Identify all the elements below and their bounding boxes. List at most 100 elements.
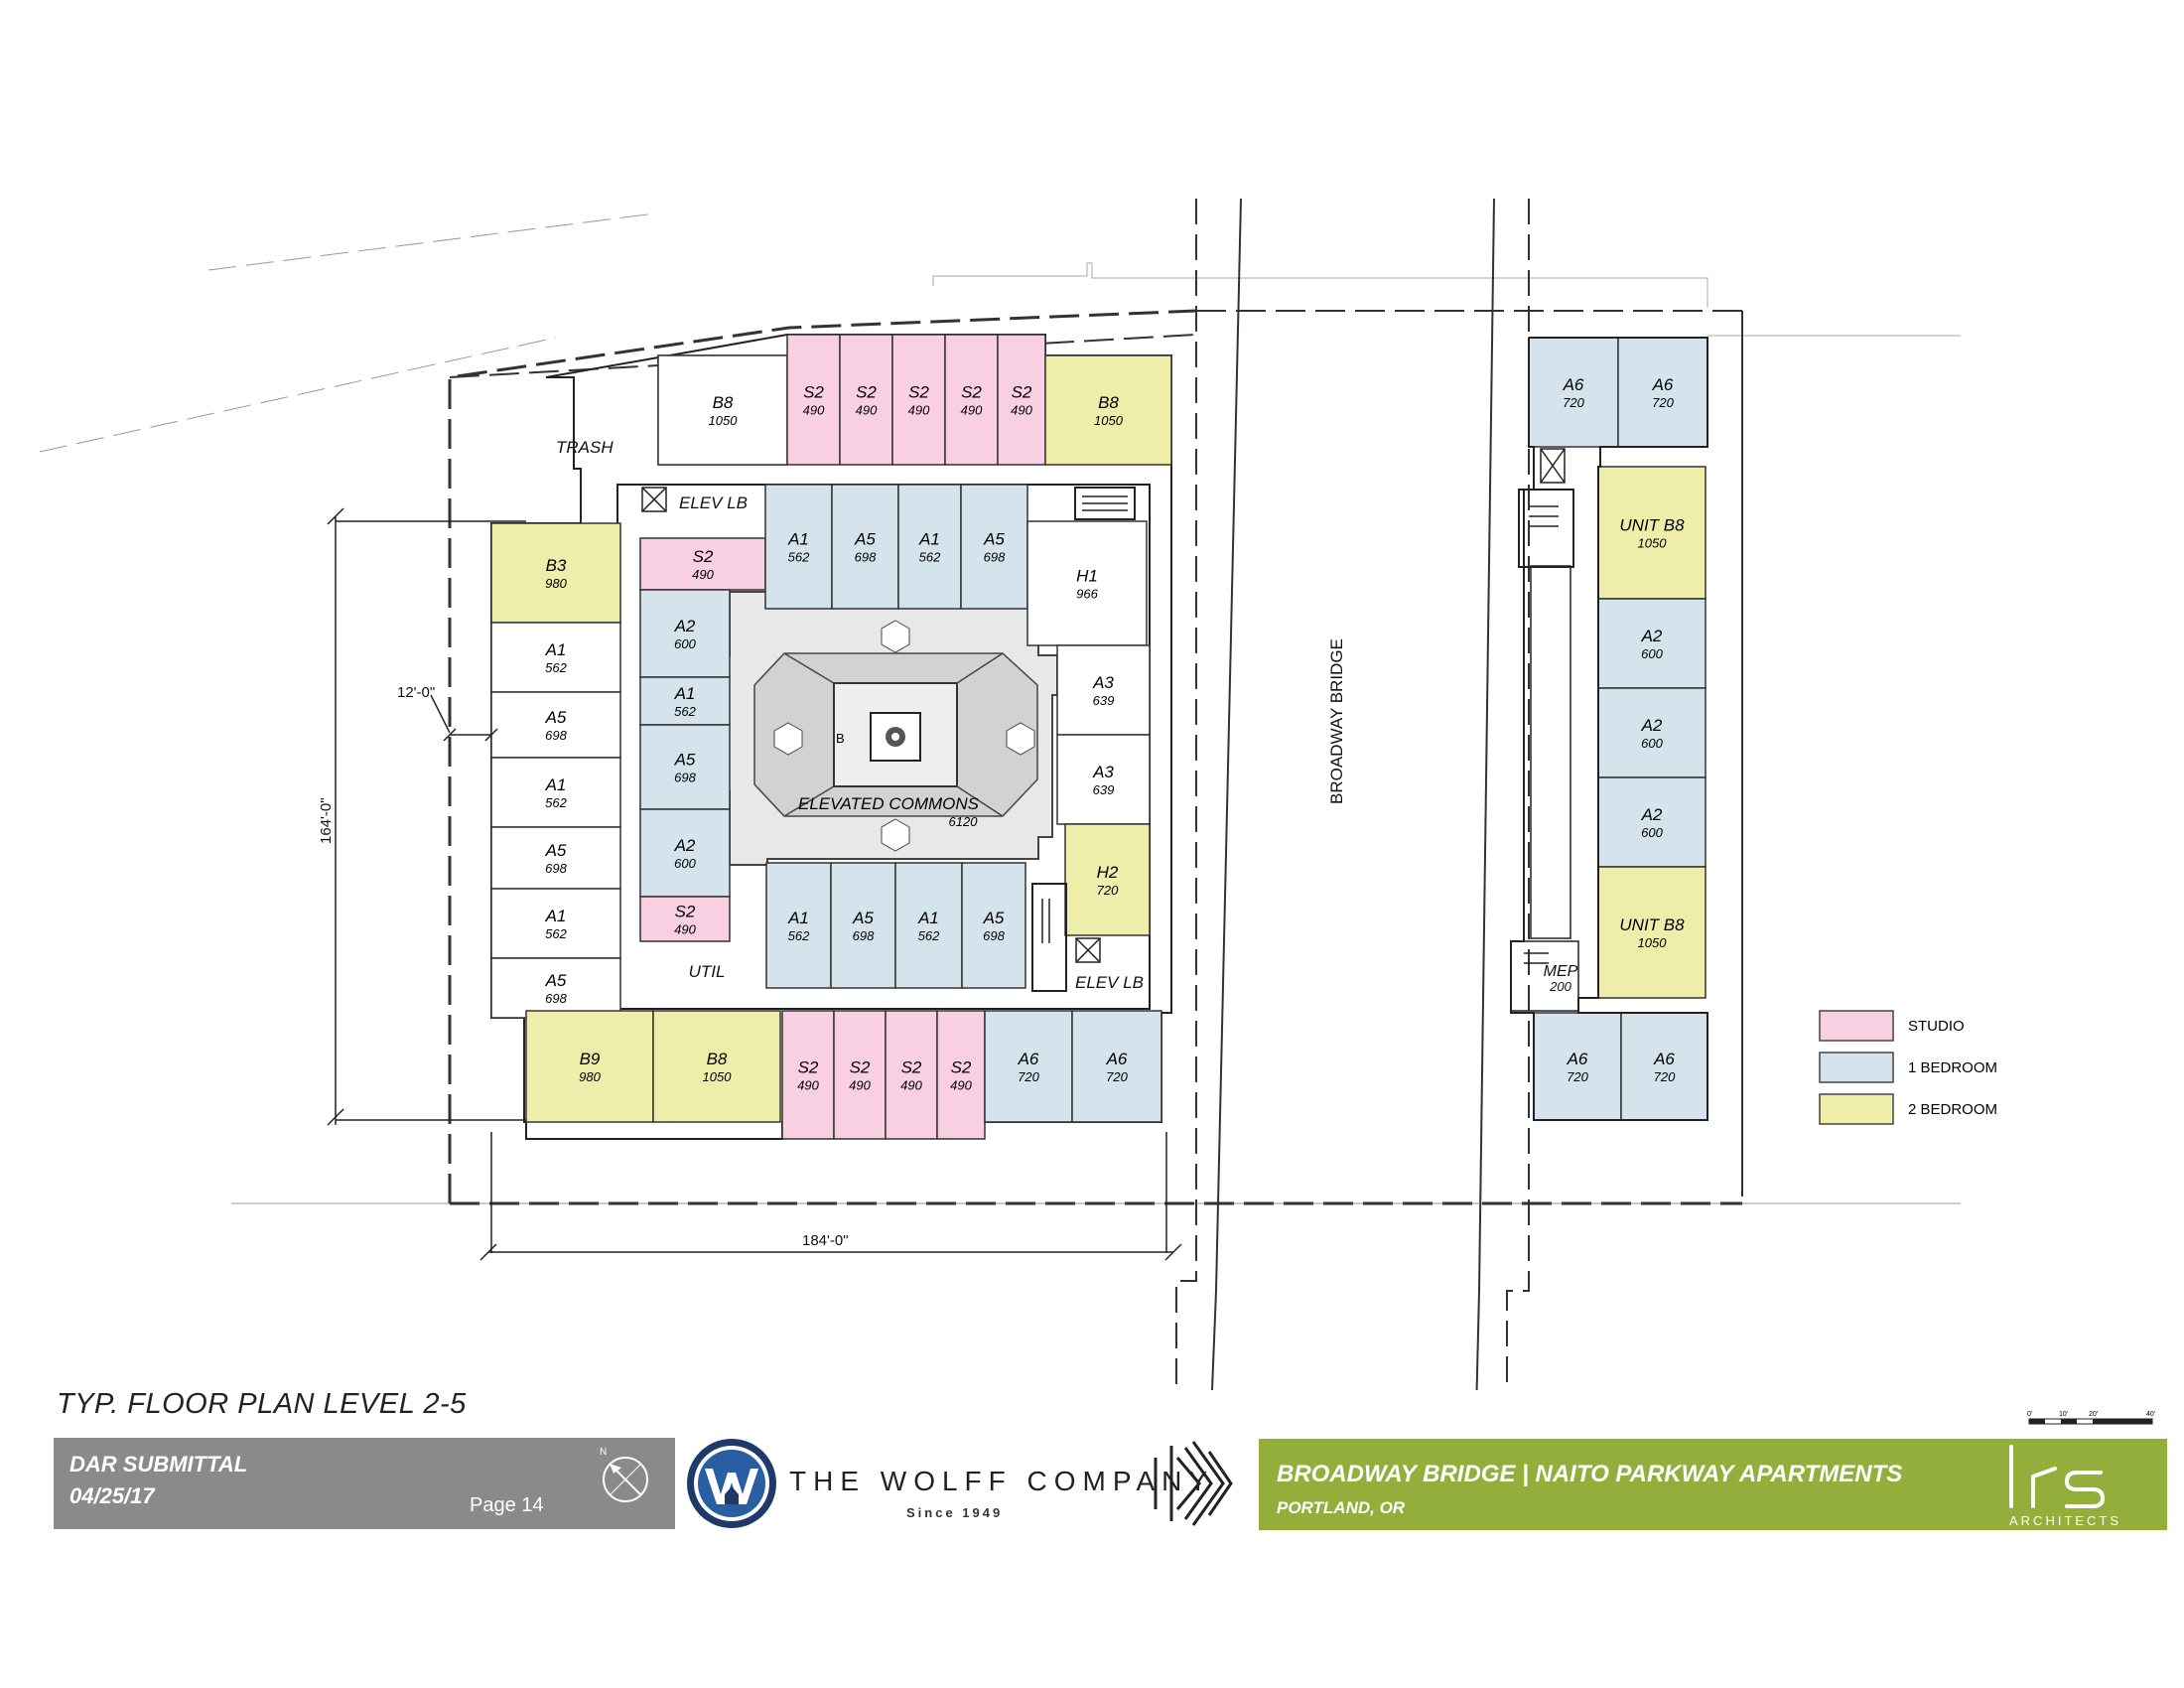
unit-type: A1 [545,775,567,794]
unit-area: 698 [545,991,567,1006]
unit-fill [490,757,621,828]
unit-fill [960,484,1028,610]
north-letter: N [600,1447,607,1458]
wolff-name: THE WOLFF COMPANY [789,1466,1215,1496]
unit-type: S2 [1012,383,1032,402]
unit-type: S2 [856,383,877,402]
unit-area: 490 [692,567,714,582]
commons-area: 6120 [949,814,979,829]
unit-area: 562 [545,795,567,810]
north-arrow-icon: N [600,1447,648,1502]
unit-type: A2 [1641,627,1663,645]
unit-fill [490,888,621,959]
unit-area: 490 [856,403,878,418]
project-city: PORTLAND, OR [1277,1498,1406,1517]
unit-area: 490 [803,403,825,418]
unit-type: S2 [908,383,929,402]
unit-area: 980 [579,1069,601,1084]
unit-area: 600 [1641,825,1663,840]
unit-fill [490,622,621,693]
unit-type: A1 [787,909,809,927]
unit-type: A6 [1106,1050,1128,1068]
unit-area: 490 [908,403,930,418]
plan-labels: ELEV LB ELEV LB TRASH UTIL MEP 200 BROAD… [556,438,1578,994]
annex-outline [1510,337,1708,1121]
unit-type: A5 [674,751,696,770]
unit-type: A2 [674,836,696,855]
brand-k-mark-icon [1154,1441,1233,1526]
scale-bar: 0' 10' 20' 40' [2027,1411,2155,1425]
unit-fill [944,334,999,466]
unit-type: A3 [1092,673,1114,692]
street-label: BROADWAY BRIDGE [1327,638,1346,804]
unit-type: S2 [803,383,824,402]
unit-area: 490 [950,1078,972,1093]
project-band: BROADWAY BRIDGE | NAITO PARKWAY APARTMEN… [1259,1439,2167,1530]
unit-area: 980 [545,576,567,591]
unit-fill [490,522,621,624]
unit-area: 698 [983,928,1005,943]
lrs-architects-logo: lrs ARCHITECTS [1993,1439,2121,1528]
unit-area: 1050 [703,1069,733,1084]
unit-fill [839,334,893,466]
unit-area: 562 [545,926,567,941]
elev-lb-label: ELEV LB [679,493,748,512]
unit-fill [1597,776,1706,868]
unit-area: 562 [919,550,941,565]
dim-height: 164'-0" [318,797,335,844]
unit-area: 600 [1641,736,1663,751]
context-lines [39,198,1961,1390]
annex-elevator-icon [1540,448,1566,484]
unit-fill [894,862,963,989]
unit-area: 600 [674,636,696,651]
unit-area: 1050 [709,413,739,428]
unit-fill [490,691,621,759]
lrs-logo-text: lrs [1993,1439,1995,1440]
wolff-logo-icon [687,1439,776,1528]
unit-area: 600 [1641,646,1663,661]
unit-type: A6 [1563,375,1584,394]
units-layer: H3704B81050S2490S2490S2490S2490S2490B810… [490,334,1708,1140]
unit-area: 562 [674,704,696,719]
unit-type: H2 [1097,863,1119,882]
unit-area: 490 [674,922,696,937]
unit-area: 698 [853,928,875,943]
unit-fill [1597,466,1706,600]
scale-label-2: 20' [2089,1411,2098,1418]
unit-type: A6 [1567,1050,1588,1068]
submittal-date: 04/25/17 [69,1483,155,1508]
elev-lb-label-2: ELEV LB [1075,973,1144,992]
architects-label: ARCHITECTS [2009,1513,2121,1528]
unit-fill [897,484,962,610]
unit-fill [1044,354,1172,466]
unit-type: A6 [1652,375,1674,394]
unit-type: S2 [901,1058,922,1077]
elevator-icon [641,487,667,512]
unit-fill [833,1010,887,1140]
unit-area: 600 [674,856,696,871]
legend-swatch [1819,1010,1894,1042]
unit-type: A5 [545,971,567,990]
